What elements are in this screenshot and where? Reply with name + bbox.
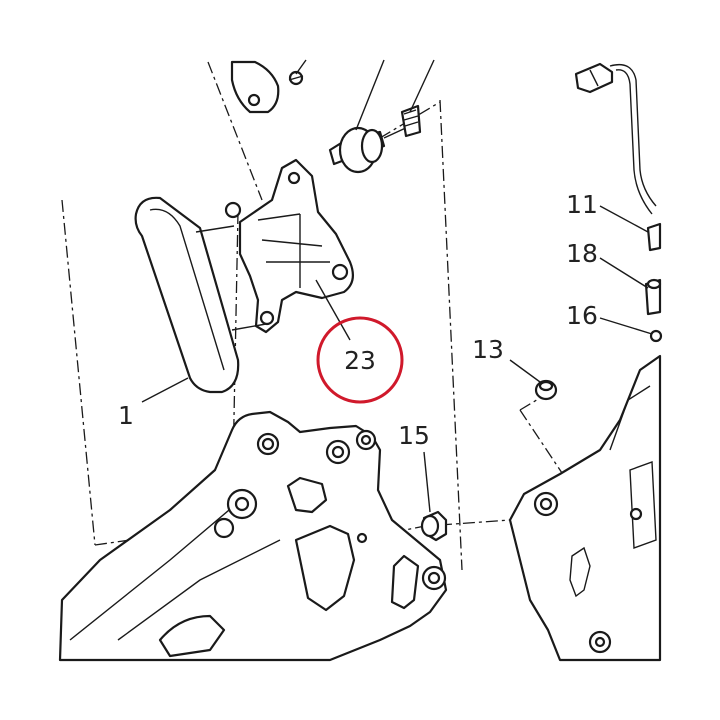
rubber-pad-1 [134, 196, 267, 394]
spacer-15 [420, 510, 448, 542]
threaded-pin [328, 104, 422, 174]
sensor-cable [574, 62, 657, 215]
highlight-circle [316, 316, 404, 404]
main-frame-casting [58, 410, 448, 662]
right-edge-parts [644, 222, 663, 343]
callout-11: 11 [566, 190, 598, 219]
callout-1: 1 [118, 401, 134, 430]
callout-18: 18 [566, 239, 598, 268]
callout-23: 23 [344, 346, 376, 375]
right-side-plate [508, 354, 662, 662]
callout-15: 15 [398, 421, 430, 450]
callout-13: 13 [472, 335, 504, 364]
bracket-plate-23 [224, 158, 355, 334]
nut-13 [534, 379, 558, 401]
leader-lines [141, 59, 653, 513]
upper-bracket-fragment [230, 60, 304, 114]
callout-16: 16 [566, 301, 598, 330]
